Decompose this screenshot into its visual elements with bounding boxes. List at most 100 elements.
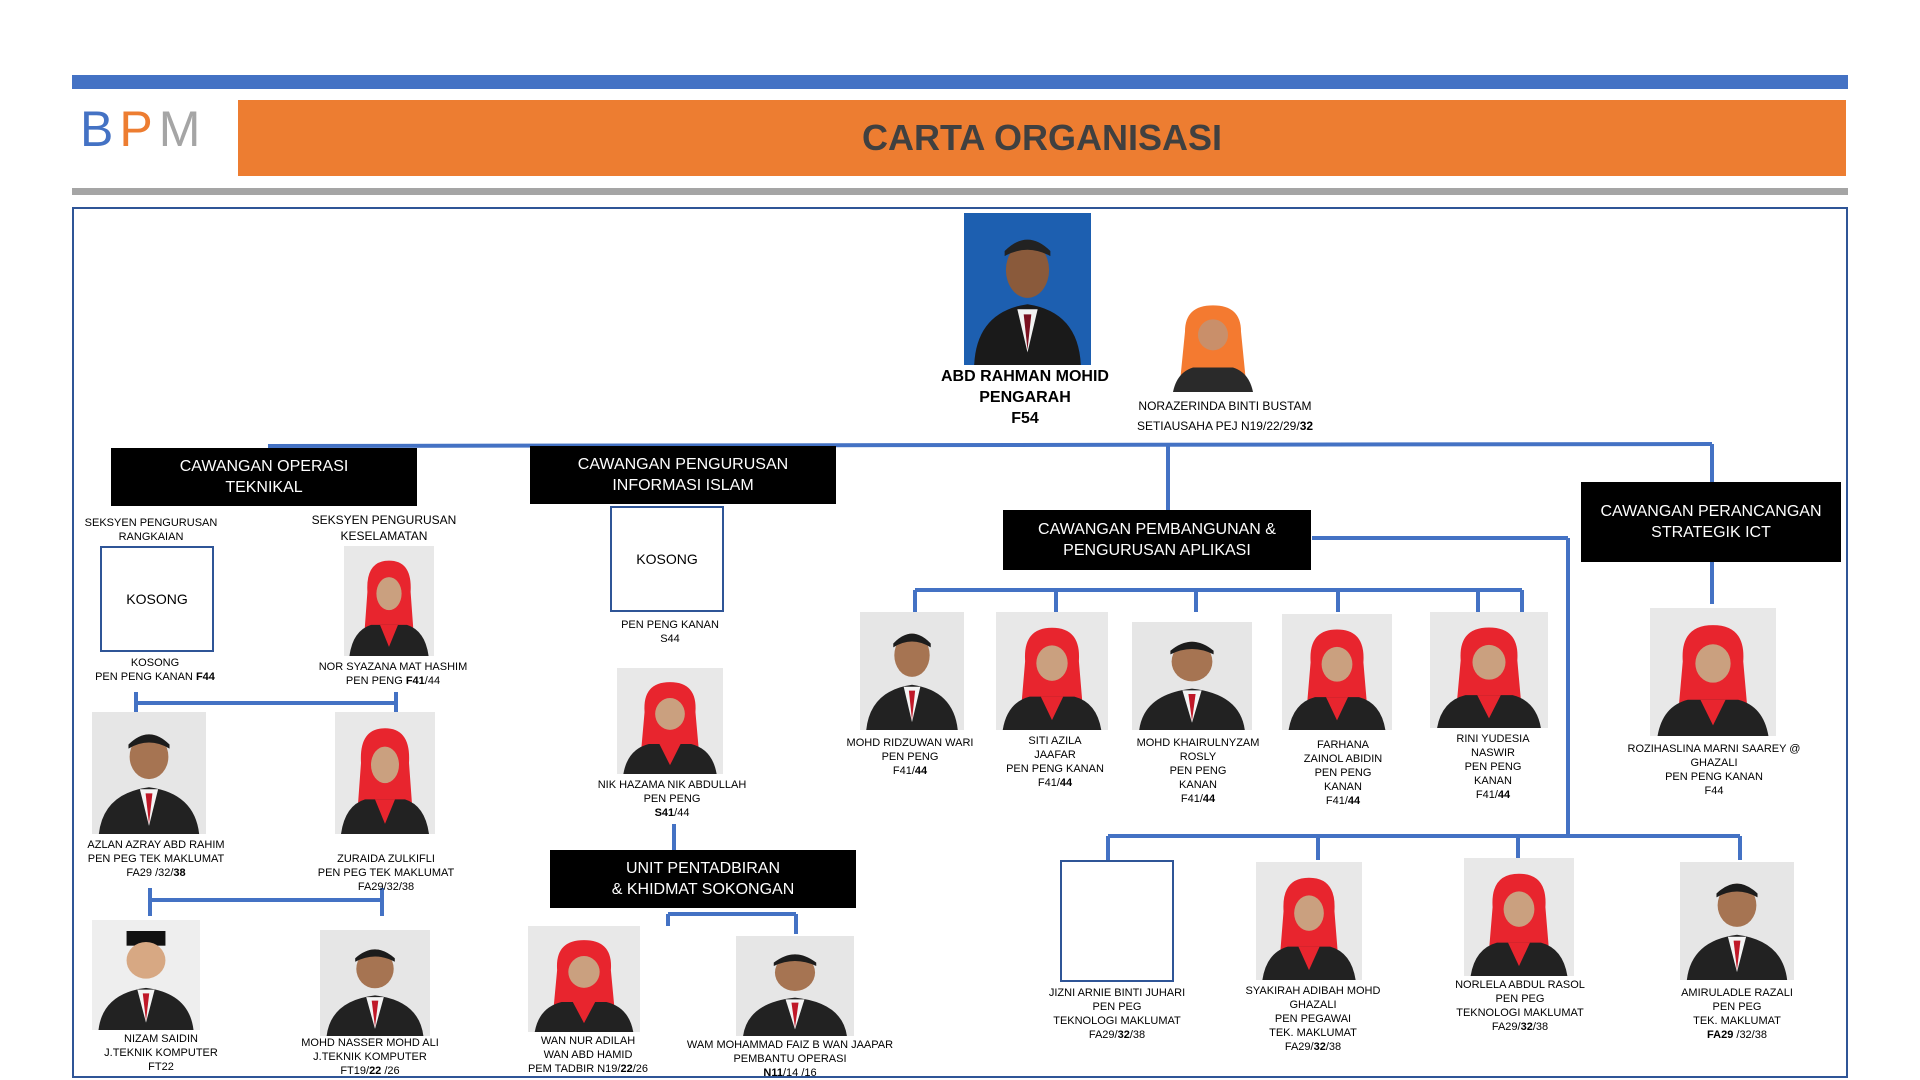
farhana-post-2: KANAN: [1324, 781, 1362, 793]
azlan-name: AZLAN AZRAY ABD RAHIM: [87, 839, 225, 851]
azlan-label: AZLAN AZRAY ABD RAHIM PEN PEG TEK MAKLUMA…: [76, 838, 236, 880]
rozihaslina-grade: F44: [1704, 785, 1724, 797]
norlela-name: NORLELA ABDUL RASOL: [1455, 979, 1585, 991]
nasser-name: MOHD NASSER MOHD ALI: [301, 1037, 439, 1049]
wannur-photo: [528, 926, 640, 1032]
khairul-name-2: ROSLY: [1179, 751, 1217, 763]
farhana-name: FARHANA: [1317, 739, 1369, 751]
sitiazila-name-2: JAAFAR: [1034, 749, 1076, 761]
azlan-post: PEN PEG TEK MAKLUMAT: [87, 853, 225, 865]
sitiazila-label: SITI AZILA JAAFAR PEN PENG KANAN F41/44: [980, 734, 1130, 790]
norlela-grade: FA29/32/38: [1491, 1021, 1549, 1033]
sitiazila-photo: [996, 612, 1108, 730]
syakirah-grade: FA29/32/38: [1284, 1041, 1342, 1053]
farhana-photo: [1282, 614, 1392, 730]
bpm-logo: BPM: [80, 100, 206, 158]
amiruladle-name: AMIRULADLE RAZALI: [1681, 987, 1793, 999]
khairul-photo: [1132, 622, 1252, 730]
azlan-photo: [92, 712, 206, 834]
header-top-bar: [72, 75, 1848, 89]
sitiazila-grade: F41/44: [1037, 777, 1073, 789]
secretary-grade: SETIAUSAHA PEJ N19/22/29/32: [1136, 419, 1314, 433]
secretary-photo: [1163, 294, 1263, 392]
rini-label: RINI YUDESIA NASWIR PEN PENG KANAN F41/44: [1418, 732, 1568, 802]
hazama-photo: [617, 668, 723, 774]
azlan-grade: FA29 /32/38: [126, 867, 186, 879]
hazama-post: PEN PENG: [643, 793, 701, 805]
faiz-post: PEMBANTU OPERASI: [733, 1053, 847, 1065]
zuraida-name: ZURAIDA ZULKIFLI: [337, 853, 435, 865]
jizni-photo-placeholder: [1060, 860, 1174, 982]
chart-frame: [72, 207, 1848, 1078]
jizni-post: PEN PEG: [1092, 1001, 1142, 1013]
wannur-name-2: WAN ABD HAMID: [543, 1049, 633, 1061]
syazana-post: PEN PENG F41/44: [345, 675, 441, 687]
rini-name-2: NASWIR: [1471, 747, 1515, 759]
vacancy-rangkaian-label: KOSONG PEN PENG KANAN F44: [95, 657, 215, 683]
ridzuwan-post: PEN PENG: [881, 751, 939, 763]
title-banner: CARTA ORGANISASI: [238, 100, 1846, 176]
amiruladle-grade: FA29 /32/38: [1707, 1029, 1767, 1041]
wannur-post: PEM TADBIR N19/22/26: [527, 1063, 649, 1075]
faiz-name: WAM MOHAMMAD FAIZ B WAN JAAPAR: [686, 1039, 894, 1051]
sitiazila-name: SITI AZILA: [1028, 735, 1082, 747]
norlela-label: NORLELA ABDUL RASOL PEN PEG TEKNOLOGI MAKL…: [1440, 978, 1600, 1034]
syakirah-name-2: GHAZALI: [1289, 999, 1337, 1011]
rozihaslina-post: PEN PENG KANAN: [1665, 771, 1763, 783]
syazana-name: NOR SYAZANA MAT HASHIM: [318, 661, 468, 673]
syakirah-photo: [1256, 862, 1362, 980]
norlela-post: PEN PEG: [1495, 993, 1545, 1005]
amiruladle-photo: [1680, 862, 1794, 980]
rini-post-2: KANAN: [1474, 775, 1512, 787]
nasser-grade: FT19/22 /26: [340, 1065, 400, 1077]
sitiazila-post: PEN PENG KANAN: [1006, 763, 1104, 775]
syazana-photo: [344, 546, 434, 656]
amiruladle-post-2: TEK. MAKLUMAT: [1693, 1015, 1781, 1027]
norlela-post-2: TEKNOLOGI MAKLUMAT: [1456, 1007, 1584, 1019]
norlela-photo: [1464, 858, 1574, 976]
ridzuwan-grade: F41/44: [892, 765, 928, 777]
nizam-name: NIZAM SAIDIN: [124, 1033, 198, 1045]
rozihaslina-name: ROZIHASLINA MARNI SAAREY @: [1627, 743, 1801, 755]
jizni-grade: FA29/32/38: [1088, 1029, 1146, 1041]
syakirah-name: SYAKIRAH ADIBAH MOHD: [1245, 985, 1381, 997]
rini-name: RINI YUDESIA: [1456, 733, 1530, 745]
ridzuwan-photo: [860, 612, 964, 730]
faiz-grade: N11/14 /16: [763, 1067, 817, 1079]
secretary-name: NORAZERINDA BINTI BUSTAM: [1138, 399, 1312, 413]
khairul-name: MOHD KHAIRULNYZAM: [1136, 737, 1260, 749]
farhana-grade: F41/44: [1325, 795, 1361, 807]
logo-letter-b: B: [80, 101, 120, 157]
header-divider: [72, 188, 1848, 195]
khairul-grade: F41/44: [1180, 793, 1216, 805]
rozihaslina-name-2: GHAZALI: [1690, 757, 1738, 769]
rini-post: PEN PENG: [1464, 761, 1522, 773]
rini-photo: [1430, 612, 1548, 728]
logo-letter-m: M: [158, 101, 207, 157]
faiz-photo: [736, 936, 854, 1036]
faiz-label: WAM MOHAMMAD FAIZ B WAN JAAPAR PEMBANTU O…: [680, 1038, 900, 1080]
director-photo: [964, 213, 1091, 365]
rini-grade: F41/44: [1475, 789, 1511, 801]
syazana-label: NOR SYAZANA MAT HASHIM PEN PENG F41/44: [318, 660, 468, 688]
farhana-name-2: ZAINOL ABIDIN: [1303, 753, 1383, 765]
rozihaslina-photo: [1650, 608, 1776, 736]
rozihaslina-label: ROZIHASLINA MARNI SAAREY @ GHAZALI PEN PEN…: [1606, 742, 1822, 798]
nizam-grade: FT22: [148, 1061, 174, 1073]
unit-pentadbiran: UNIT PENTADBIRAN& KHIDMAT SOKONGAN: [550, 850, 856, 908]
vacancy-rangkaian-box: KOSONG: [100, 546, 214, 652]
branch-pembangunan-aplikasi: CAWANGAN PEMBANGUNAN &PENGURUSAN APLIKAS…: [1003, 510, 1311, 570]
